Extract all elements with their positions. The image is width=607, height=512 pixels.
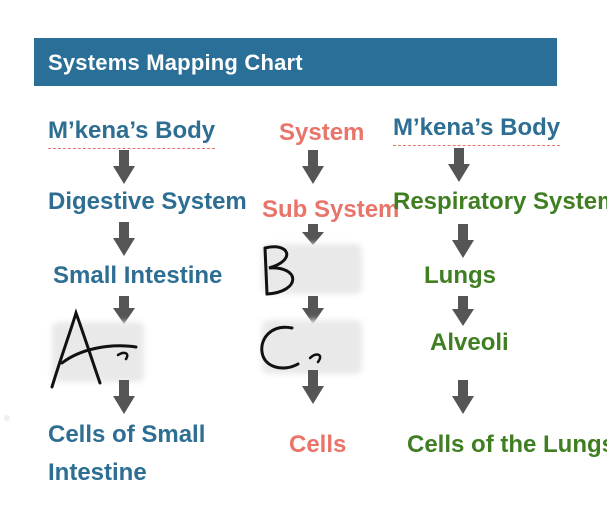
arrow-down-icon <box>113 222 135 256</box>
handwritten-a-icon: A <box>50 308 138 389</box>
arrow-down-icon <box>452 296 474 326</box>
arrow-down-icon <box>113 380 135 414</box>
chart-title: Systems Mapping Chart <box>48 50 303 75</box>
chart-header: Systems Mapping Chart <box>34 38 557 86</box>
speck <box>4 415 10 421</box>
middle-bottom-label: Cells <box>289 431 347 458</box>
arrow-down-icon <box>302 370 324 404</box>
right-top-label: M’kena’s Body <box>393 113 561 146</box>
arrow-down-icon <box>302 224 324 245</box>
arrow-down-icon <box>448 148 470 182</box>
erased-region <box>52 322 144 382</box>
right-level3-label: Lungs <box>424 262 496 289</box>
arrow-down-icon <box>302 150 324 184</box>
right-bottom-label: Cells of the Lungs <box>407 431 607 458</box>
middle-top-label: System <box>279 119 365 146</box>
right-level4-label: Alveoli <box>430 329 509 356</box>
arrow-down-icon <box>302 296 324 324</box>
right-level2-label: Respiratory System <box>393 188 607 215</box>
left-top-label: M’kena’s Body <box>48 116 216 149</box>
middle-level2-label: Sub System <box>262 196 400 223</box>
arrow-down-icon <box>452 380 474 414</box>
handwritten-b-icon: B <box>263 245 295 296</box>
left-level3-label: Small Intestine <box>53 262 223 289</box>
handwritten-c-icon: C <box>260 325 322 370</box>
left-bottom-label-line2: Intestine <box>48 459 147 486</box>
arrow-down-icon <box>113 150 135 184</box>
arrow-down-icon <box>113 296 135 324</box>
left-bottom-label-line1: Cells of Small <box>48 421 206 448</box>
left-level2-label: Digestive System <box>48 188 247 215</box>
arrow-down-icon <box>452 224 474 258</box>
